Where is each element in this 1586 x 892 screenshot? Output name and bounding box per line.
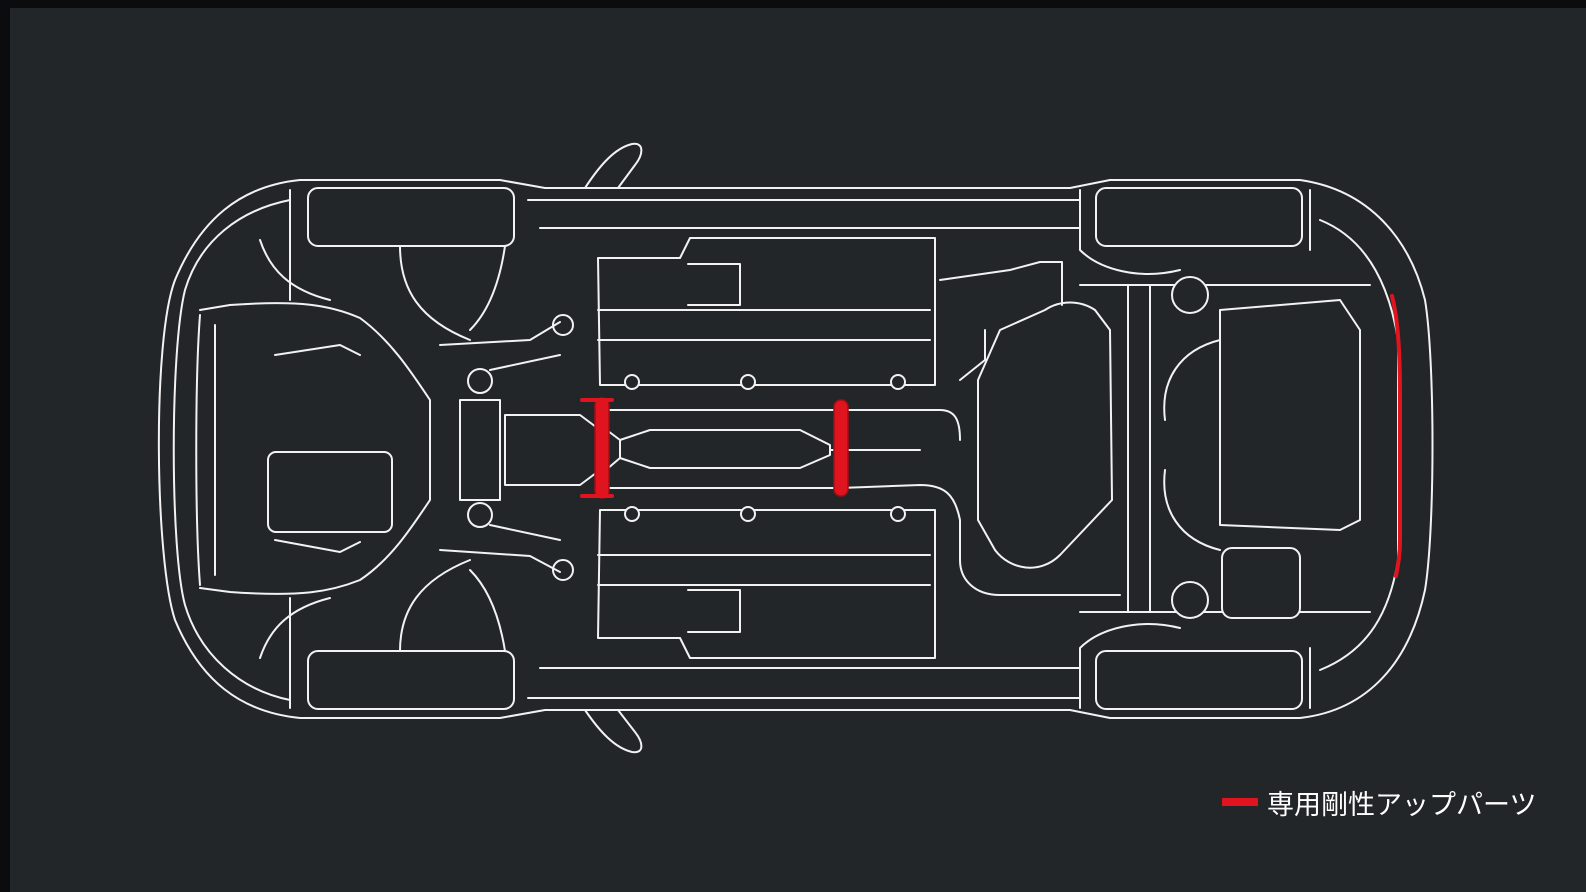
front-bumper-inner: [195, 314, 216, 586]
front-bush-upper: [467, 368, 493, 394]
tire-rear-left: [1095, 187, 1303, 247]
body-inner-outline: [172, 199, 291, 701]
center-brace-reinforcement: [833, 399, 849, 497]
diagram-panel: [10, 8, 1586, 892]
floor-bolt-2: [740, 374, 756, 390]
spare-tire-well: [1221, 547, 1301, 619]
front-bush-lower: [467, 502, 493, 528]
oil-pan: [267, 451, 393, 533]
rear-subframe: [1219, 299, 1361, 531]
tire-front-left: [307, 187, 515, 247]
rear-arch-bottom: [1079, 623, 1311, 709]
mid-bush-lower: [552, 559, 574, 581]
rear-arch-top: [1079, 189, 1311, 275]
front-crossmember: [274, 344, 361, 553]
mirror-bottom: [584, 709, 643, 754]
front-arch-top: [259, 189, 506, 341]
exhaust-pipe-lower: [599, 484, 1121, 596]
front-brace-reinforcement: [594, 397, 610, 499]
front-lower-arm: [439, 321, 561, 573]
legend-swatch-red: [1222, 798, 1258, 806]
exhaust-pipe-upper: [599, 409, 961, 441]
rear-crossmember: [1079, 284, 1371, 613]
floor-bolt-1: [624, 374, 640, 390]
rear-suspension-link: [1163, 339, 1221, 551]
rear-bumper-reinforcement: [1390, 294, 1402, 578]
floor-bolt-6: [890, 506, 906, 522]
mid-bush-upper: [552, 314, 574, 336]
rear-bush-upper: [1171, 276, 1209, 314]
tunnel-front: [459, 399, 601, 501]
body-outline: [157, 179, 1434, 719]
floor-panel-top: [597, 237, 936, 386]
legend-label: 専用剛性アップパーツ: [1267, 789, 1537, 821]
front-arch-bottom: [259, 559, 506, 709]
side-sill-bottom: [527, 667, 1081, 699]
tire-front-right: [307, 650, 515, 710]
floor-bolt-5: [740, 506, 756, 522]
floor-bolt-3: [890, 374, 906, 390]
tire-rear-right: [1095, 650, 1303, 710]
catalytic-converter: [619, 429, 831, 469]
legend: 専用剛性アップパーツ: [1222, 784, 1537, 821]
mirror-top: [584, 142, 643, 189]
front-subframe: [199, 302, 431, 595]
side-sill-top: [527, 199, 1081, 229]
floor-bolt-4: [624, 506, 640, 522]
fuel-tank-bracket: [939, 261, 1063, 381]
fuel-tank: [977, 301, 1113, 569]
floor-panel-bottom: [597, 509, 936, 659]
rear-bush-lower: [1171, 581, 1209, 619]
